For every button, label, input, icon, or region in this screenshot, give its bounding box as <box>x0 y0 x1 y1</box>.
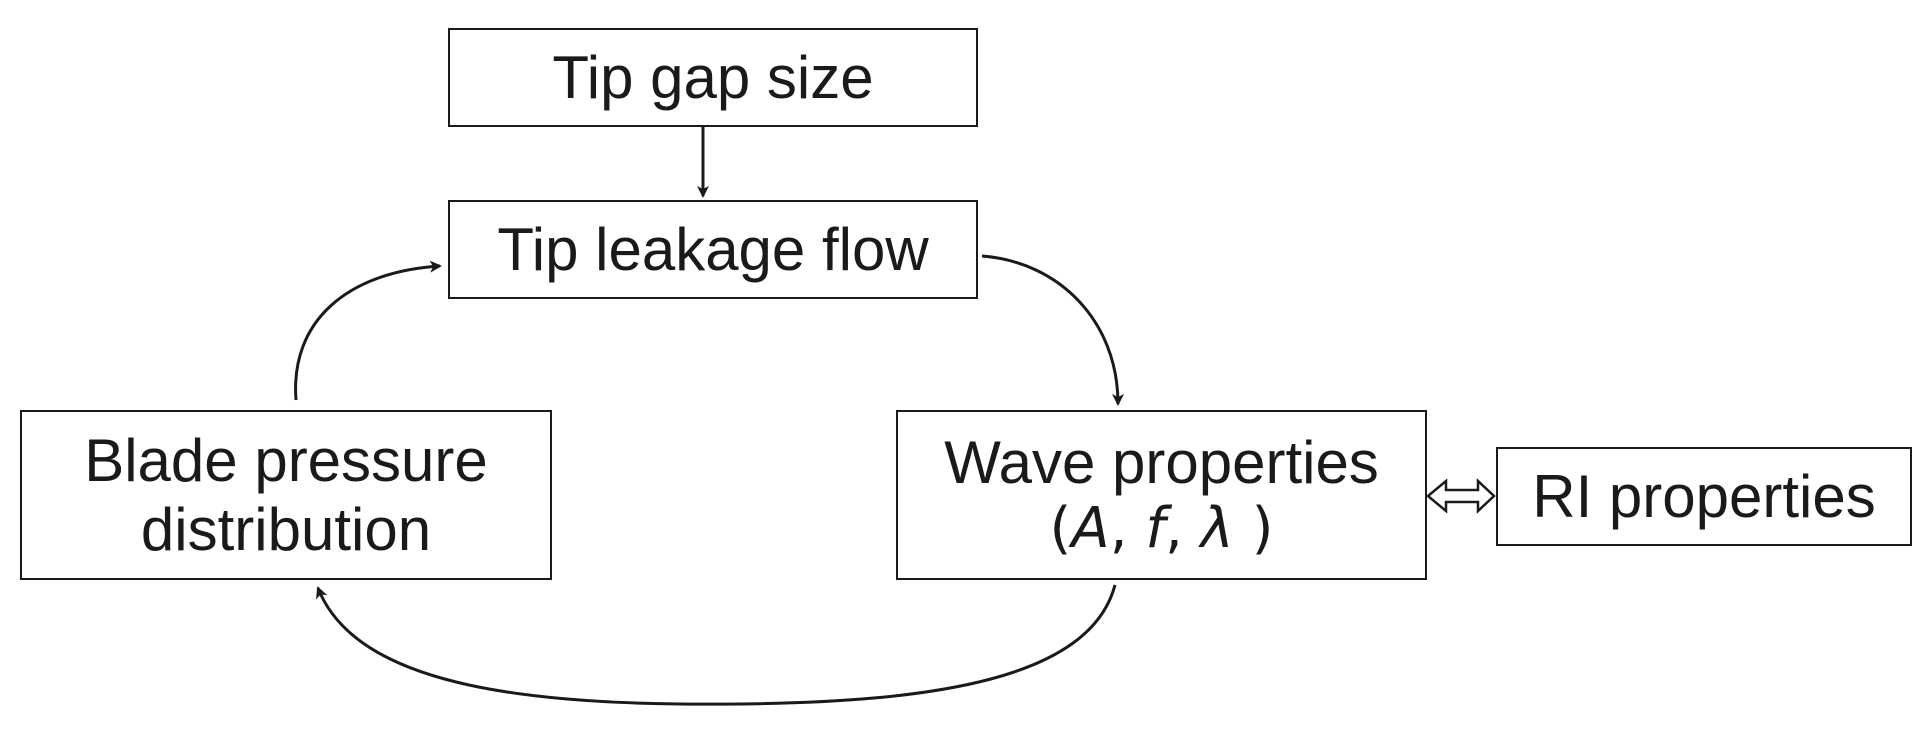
wave-params-sep1: , <box>1109 496 1146 562</box>
edge-wave-to-blade <box>316 584 1117 706</box>
wave-params-close: ) <box>1233 496 1274 562</box>
wave-params-open: ( <box>1049 496 1072 562</box>
edge-blade-to-tip-leakage <box>294 260 442 401</box>
node-tip-gap-size: Tip gap size <box>448 28 978 127</box>
node-ri-properties: RI properties <box>1496 447 1912 546</box>
node-wave-label-line1: Wave properties <box>944 429 1379 497</box>
node-tip-leakage-flow-label: Tip leakage flow <box>497 216 929 283</box>
node-blade-label-line2: distribution <box>140 496 432 563</box>
node-wave-properties: Wave properties (A, f, λ ) <box>896 410 1427 580</box>
wave-param-frequency: f <box>1145 496 1166 562</box>
node-tip-gap-size-label: Tip gap size <box>552 44 874 111</box>
node-wave-parameters: (A, f, λ ) <box>1050 497 1274 561</box>
edge-wave-ri-double-arrow <box>1426 478 1496 514</box>
node-ri-properties-label: RI properties <box>1532 463 1876 530</box>
node-blade-pressure-distribution: Blade pressure distribution <box>20 410 552 580</box>
wave-params-sep2: , <box>1165 496 1201 562</box>
node-blade-label-line1: Blade pressure <box>84 427 488 494</box>
wave-param-amplitude: A <box>1071 496 1110 562</box>
node-tip-leakage-flow: Tip leakage flow <box>448 200 978 299</box>
edge-tip-leakage-to-wave <box>981 254 1124 406</box>
wave-param-wavelength: λ <box>1200 496 1234 562</box>
